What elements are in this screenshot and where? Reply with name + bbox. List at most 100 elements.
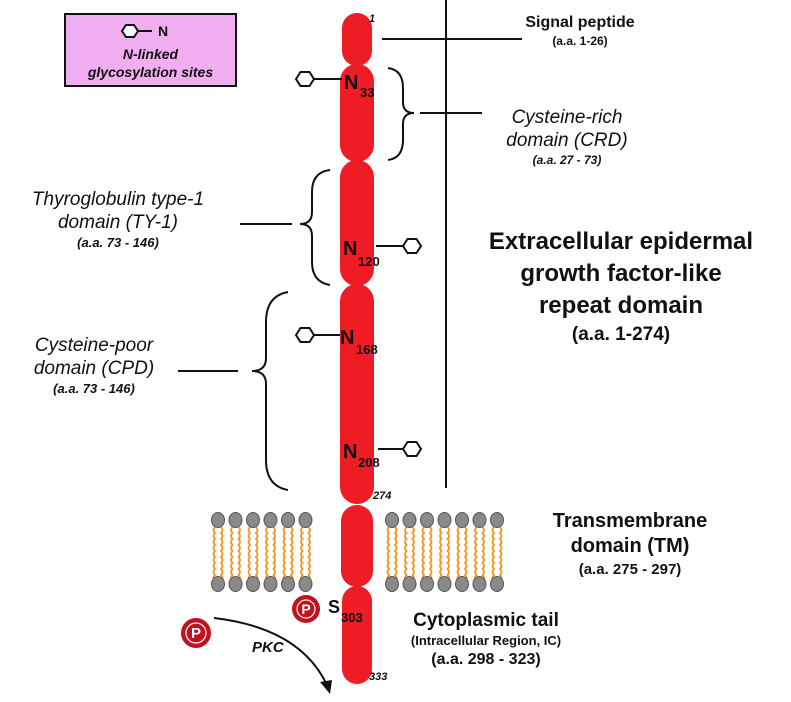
ty1-label: Thyroglobulin type-1 domain (TY-1) (a.a.… — [2, 188, 234, 252]
legend-line1: N-linked — [122, 46, 179, 62]
cpd-line1: Cysteine-poor — [34, 335, 154, 356]
lipid-tail — [404, 526, 408, 582]
lipid-head — [420, 512, 434, 528]
legend-line2: glycosylation sites — [87, 64, 214, 80]
ecd-range: (a.a. 1-274) — [571, 324, 671, 345]
lipid-head — [472, 576, 487, 592]
lipid-head — [298, 512, 313, 528]
crd-line1: Cysteine-rich — [511, 107, 623, 128]
ty1-brace — [299, 169, 331, 286]
svg-text:P: P — [191, 625, 201, 642]
hexagon-icon — [294, 327, 316, 343]
lipid-tail — [219, 526, 224, 582]
lipid-head — [298, 576, 313, 592]
cpd-label: Cysteine-poor domain (CPD) (a.a. 73 - 14… — [4, 334, 184, 398]
glyco-letter-33: N — [344, 72, 358, 94]
ty1-line1: Thyroglobulin type-1 — [31, 189, 205, 210]
signal-peptide-label: Signal peptide (a.a. 1-26) — [500, 13, 660, 49]
lipid-head — [455, 576, 469, 592]
segment-ic — [342, 586, 372, 684]
lipid-head — [455, 512, 469, 528]
residue-membrane-end: 274 — [372, 490, 391, 502]
segment-crd — [340, 64, 374, 162]
lipid-tail — [446, 526, 450, 582]
crd-brace — [387, 67, 415, 161]
sugar-symbols — [294, 71, 423, 457]
legend-caption: N-linked glycosylation sites — [66, 45, 235, 81]
lipid-tail — [300, 526, 304, 582]
lipid-head — [228, 512, 243, 528]
phospho-letter: S — [328, 597, 340, 617]
ic-line1: Cytoplasmic tail — [413, 610, 559, 631]
ty1-line2: domain (TY-1) — [57, 212, 178, 233]
lipid-tail — [282, 526, 287, 582]
lipid-tail — [272, 526, 276, 582]
lipid-bilayer — [211, 512, 504, 592]
cpd-line2: domain (CPD) — [33, 358, 155, 379]
lipid-tail — [265, 526, 269, 582]
ecd-line3: repeat domain — [538, 292, 704, 319]
lipid-tail — [230, 526, 234, 582]
lipid-head — [281, 512, 295, 528]
lipid-head — [281, 576, 295, 592]
glyco-letter-208: N — [343, 441, 357, 463]
segment-tm — [341, 505, 373, 587]
cpd-range: (a.a. 73 - 146) — [53, 381, 135, 396]
lipid-tail — [463, 526, 468, 582]
hexagon-icon — [294, 71, 316, 87]
ic-label: Cytoplasmic tail (Intracellular Region, … — [386, 610, 586, 671]
segment-signal-peptide — [342, 13, 372, 66]
segment-cpd — [340, 284, 374, 504]
lipid-tail — [212, 526, 217, 582]
tm-label: Transmembrane domain (TM) (a.a. 275 - 29… — [530, 509, 730, 581]
ecd-line1: Extracellular epidermal — [488, 228, 754, 255]
pkc-arrow — [213, 617, 328, 686]
protein-chain — [340, 13, 374, 684]
lipid-head — [472, 512, 487, 528]
arrow-head-icon — [320, 680, 332, 694]
lipid-tail — [481, 526, 485, 582]
lipid-head — [420, 576, 434, 592]
lipid-tail — [289, 526, 294, 582]
svg-text:N: N — [158, 23, 168, 39]
glyco-number-120: 120 — [358, 254, 380, 269]
legend: N N-linked glycosylation sites — [64, 13, 237, 87]
residue-end: 333 — [369, 671, 387, 683]
lipid-tail — [247, 526, 252, 582]
lipid-head — [211, 576, 225, 592]
glyco-letter-120: N — [343, 238, 357, 260]
tm-line2: domain (TM) — [570, 535, 690, 557]
phospho-badge-free: P — [181, 618, 211, 648]
lipid-head — [263, 512, 278, 528]
lipid-head — [437, 512, 452, 528]
glyco-letter-168: N — [340, 327, 354, 349]
signal-range: (a.a. 1-26) — [552, 34, 608, 48]
lipid-head — [211, 512, 225, 528]
lipid-head — [402, 512, 417, 528]
cpd-brace — [251, 291, 289, 491]
hexagon-icon — [120, 24, 140, 38]
lipid-head — [246, 576, 260, 592]
lipid-head — [402, 576, 417, 592]
lipid-head — [437, 576, 452, 592]
connector-lines — [178, 0, 522, 491]
lipid-head — [385, 512, 399, 528]
lipid-head — [246, 512, 260, 528]
lipid-tail — [386, 526, 391, 582]
lipid-tail — [411, 526, 415, 582]
ecd-line2: growth factor-like — [520, 260, 722, 287]
lipid-tail — [491, 526, 496, 582]
tm-line1: Transmembrane — [552, 510, 708, 532]
glyco-number-208: 208 — [358, 455, 380, 470]
glyco-number-33: 33 — [360, 85, 374, 100]
lipid-tail — [237, 526, 241, 582]
crd-label: Cysteine-rich domain (CRD) (a.a. 27 - 73… — [472, 106, 662, 169]
phospho-badge-attached: P — [292, 595, 320, 623]
hexagon-icon — [401, 238, 423, 254]
lipid-tail — [498, 526, 503, 582]
glyco-number-168: 168 — [356, 342, 378, 357]
lipid-tail — [393, 526, 398, 582]
segment-ty1 — [340, 160, 374, 286]
crd-line2: domain (CRD) — [506, 130, 628, 151]
